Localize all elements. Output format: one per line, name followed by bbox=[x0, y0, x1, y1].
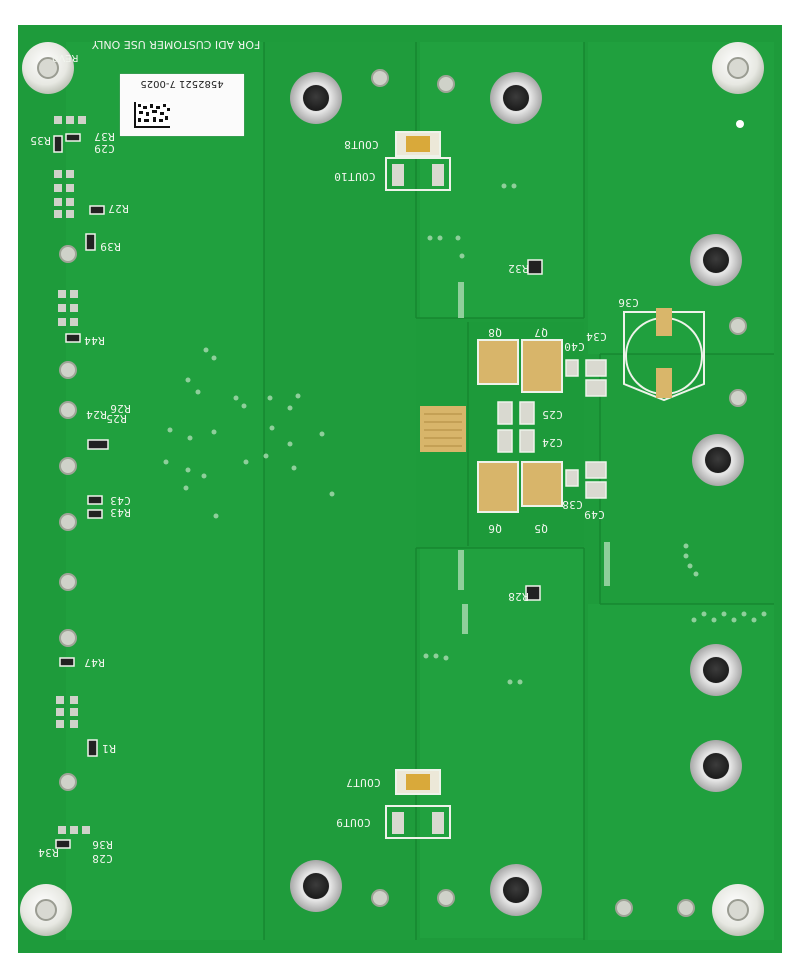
label-c34: C34 bbox=[586, 330, 607, 343]
label-c40: C40 bbox=[564, 340, 585, 353]
standoff-top-right bbox=[712, 42, 764, 94]
vias bbox=[163, 183, 767, 685]
plated-hole bbox=[690, 644, 742, 696]
label-cout8: COUT8 bbox=[344, 138, 379, 151]
label-r34: R34 bbox=[38, 846, 59, 859]
label-r36: R36 bbox=[92, 838, 113, 851]
label-c38: C38 bbox=[562, 498, 583, 511]
datamatrix-code-icon bbox=[134, 102, 170, 128]
label-r1: R1 bbox=[102, 742, 116, 755]
plated-hole bbox=[690, 740, 742, 792]
switch-caps bbox=[497, 359, 607, 499]
label-q6: Q6 bbox=[488, 522, 502, 535]
board-revision: REV0 bbox=[52, 52, 79, 63]
standoff-top-left bbox=[22, 42, 74, 94]
label-c25: C25 bbox=[542, 408, 563, 421]
label-r27: R27 bbox=[108, 202, 129, 215]
plated-hole bbox=[290, 72, 342, 124]
label-cout10: COUT10 bbox=[334, 170, 376, 183]
header-pins bbox=[54, 116, 90, 834]
label-r44: R44 bbox=[84, 334, 105, 347]
label-r35: R35 bbox=[30, 134, 51, 147]
label-cout9: COUT9 bbox=[336, 816, 371, 829]
fiducial bbox=[736, 120, 744, 128]
left-pour bbox=[66, 42, 264, 940]
top-right-pour bbox=[588, 42, 774, 354]
label-c36: C36 bbox=[618, 296, 639, 309]
center-pour bbox=[264, 42, 416, 940]
label-r43: R43 bbox=[110, 506, 131, 519]
plated-hole bbox=[490, 72, 542, 124]
standoff-bottom-right bbox=[712, 884, 764, 936]
cout8-capacitor bbox=[395, 131, 441, 157]
center-pads bbox=[420, 406, 466, 452]
plated-hole bbox=[692, 434, 744, 486]
small-smd-parts bbox=[53, 133, 109, 849]
label-r25: R25 bbox=[106, 412, 127, 425]
label-q5: Q5 bbox=[534, 522, 548, 535]
label-c43: C43 bbox=[110, 494, 131, 507]
label-cout7: COUT7 bbox=[346, 776, 381, 789]
label-r28: R28 bbox=[508, 590, 529, 603]
label-r24: R24 bbox=[86, 408, 107, 421]
plated-hole bbox=[490, 864, 542, 916]
label-r32: R32 bbox=[508, 262, 529, 275]
standoff-bottom-left bbox=[20, 884, 72, 936]
label-c49: C49 bbox=[584, 508, 605, 521]
label-c29: C29 bbox=[94, 142, 115, 155]
c36-capacitor bbox=[623, 308, 705, 402]
sticker-serial-text: 4582521 7-0025 bbox=[140, 78, 224, 89]
serial-sticker: 4582521 7-0025 bbox=[120, 74, 244, 136]
label-q8: Q8 bbox=[488, 326, 502, 339]
plated-hole bbox=[690, 234, 742, 286]
label-r39: R39 bbox=[100, 240, 121, 253]
label-q7: Q7 bbox=[534, 326, 548, 339]
label-c28: C28 bbox=[92, 852, 113, 865]
sense-resistors bbox=[525, 259, 543, 601]
label-c24: C24 bbox=[542, 436, 563, 449]
test-points bbox=[59, 69, 747, 917]
board-header-text: FOR ADI CUSTOMER USE ONLY bbox=[92, 38, 261, 51]
label-r37: R37 bbox=[94, 130, 115, 143]
bottom-right-pour bbox=[588, 604, 774, 940]
cout7-capacitor bbox=[395, 769, 441, 795]
mosfets bbox=[477, 339, 563, 513]
cout9-capacitor bbox=[385, 805, 451, 839]
via-columns bbox=[458, 282, 610, 634]
label-r47: R47 bbox=[84, 656, 105, 669]
plated-hole bbox=[290, 860, 342, 912]
cout10-capacitor bbox=[385, 157, 451, 191]
